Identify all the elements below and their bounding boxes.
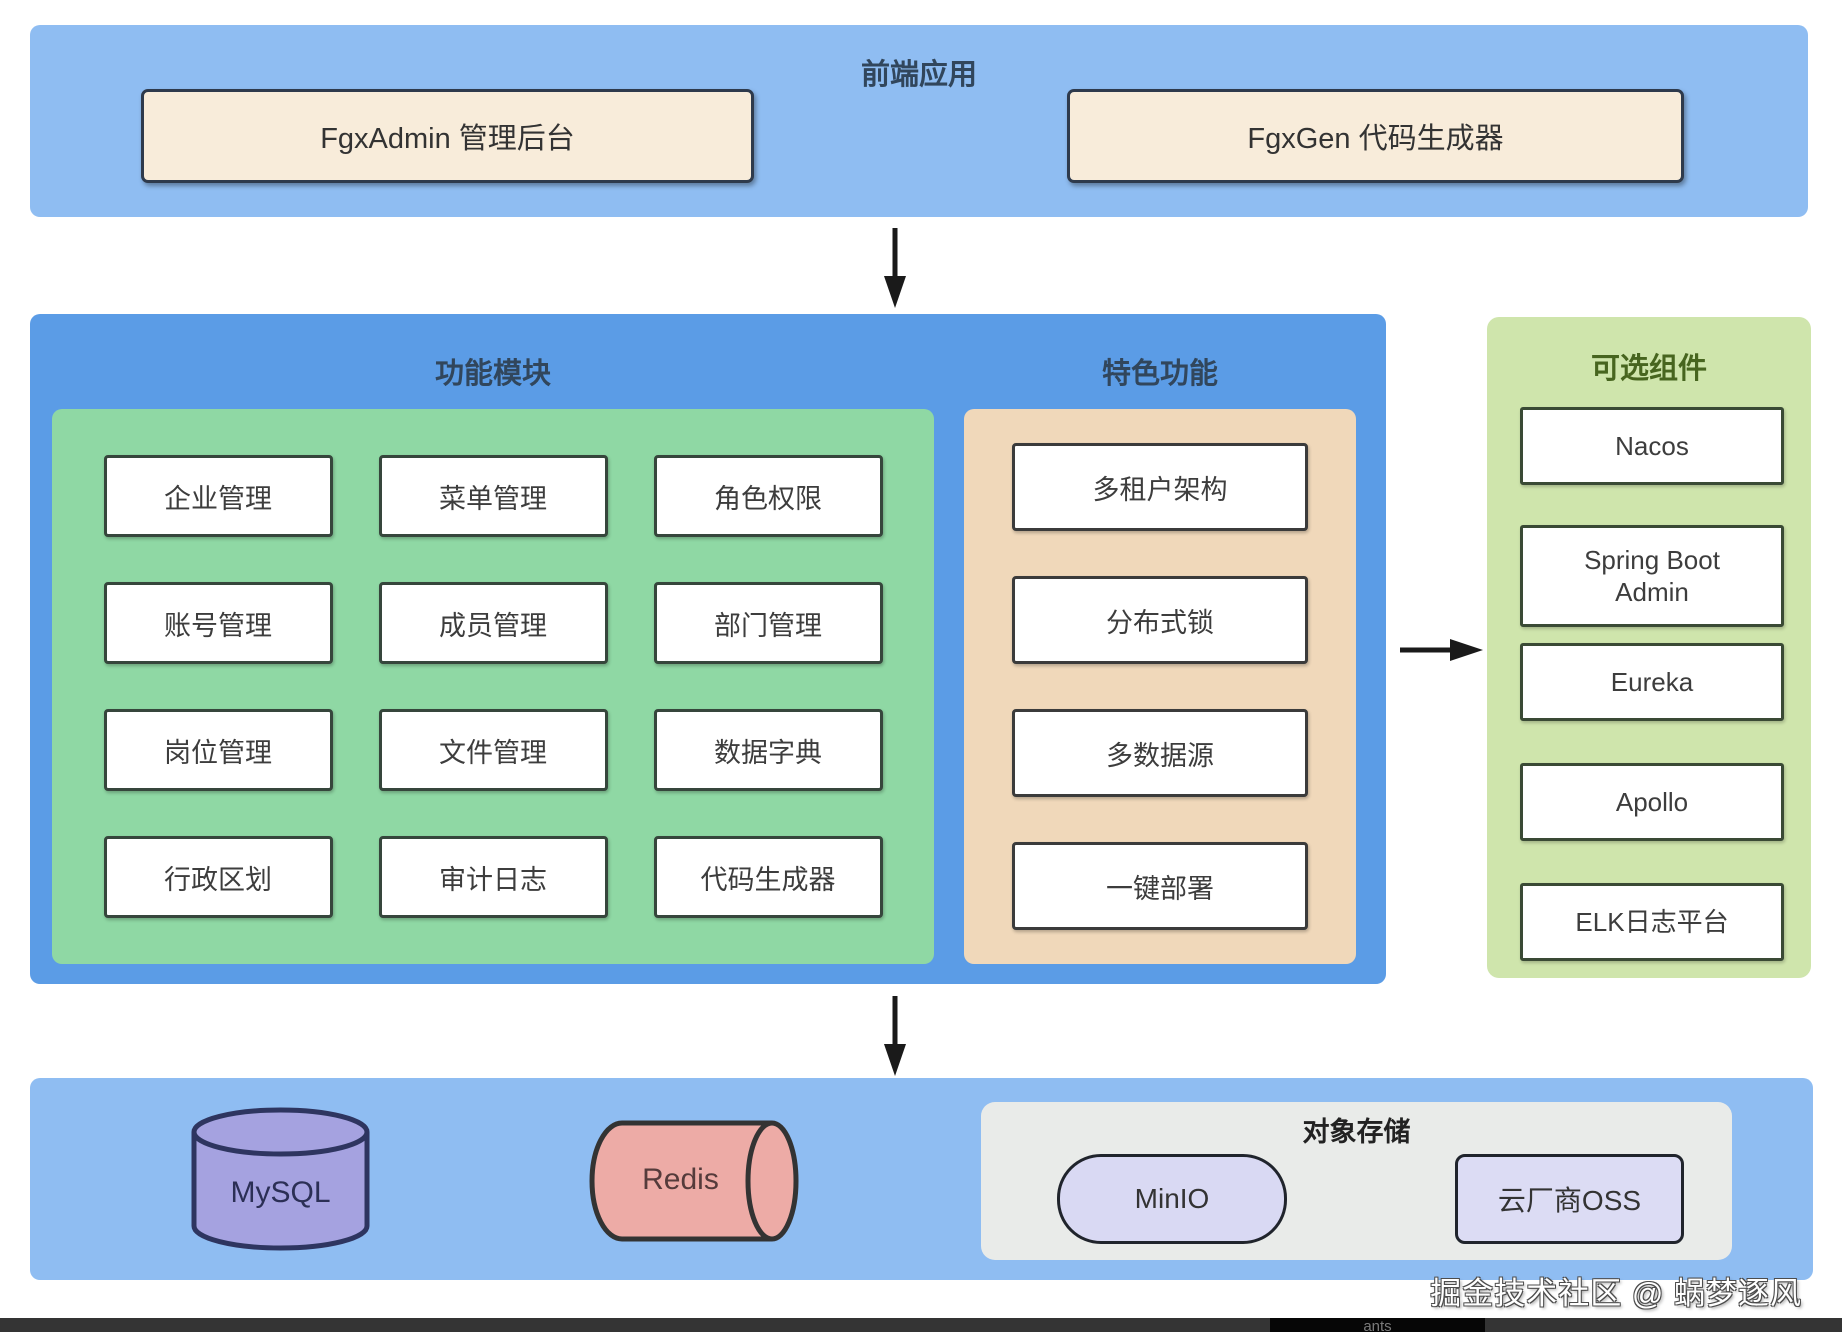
module-box: 行政区划 — [103, 836, 333, 918]
module-box: 审计日志 — [378, 836, 608, 918]
feature-box: 一键部署 — [1012, 842, 1308, 930]
mysql-database: MySQL — [188, 1104, 373, 1254]
taskbar-patch: ants — [1270, 1318, 1485, 1332]
feature-box: 分布式锁 — [1012, 576, 1308, 664]
middle-section: 功能模块 特色功能 企业管理 菜单管理 角色权限 账号管理 成员管理 部门管理 … — [30, 314, 1386, 984]
optional-box-eureka: Eureka — [1520, 643, 1784, 721]
frontend-section-title: 前端应用 — [860, 59, 977, 91]
watermark: 掘金技术社区 @ 蜗梦逐风 — [1430, 1276, 1802, 1311]
optional-components-panel: 可选组件 Nacos Spring Boot Admin Eureka Apol… — [1487, 317, 1811, 978]
module-box: 部门管理 — [653, 582, 883, 664]
down-arrow-icon — [884, 996, 906, 1076]
fgxgen-box: FgxGen 代码生成器 — [1067, 89, 1684, 183]
optional-box-nacos: Nacos — [1520, 407, 1784, 485]
object-storage-title: 对象存储 — [1302, 1117, 1411, 1147]
cloud-oss-box: 云厂商OSS — [1455, 1154, 1684, 1244]
right-arrow-icon — [1400, 639, 1483, 661]
feature-box: 多数据源 — [1012, 709, 1308, 797]
modules-title: 功能模块 — [434, 358, 551, 390]
infrastructure-section: MySQL Redis 对象存储 MinIO 云厂商OSS — [30, 1078, 1813, 1280]
features-panel: 多租户架构 分布式锁 多数据源 一键部署 — [964, 409, 1356, 964]
fgxadmin-box: FgxAdmin 管理后台 — [141, 89, 754, 183]
minio-box: MinIO — [1057, 1154, 1287, 1244]
redis-cache: Redis — [584, 1119, 801, 1243]
taskbar: ants — [0, 1318, 1842, 1332]
modules-panel: 企业管理 菜单管理 角色权限 账号管理 成员管理 部门管理 岗位管理 文件管理 … — [52, 409, 934, 964]
module-box: 角色权限 — [653, 455, 883, 537]
module-box: 岗位管理 — [103, 709, 333, 791]
frontend-section: 前端应用 FgxAdmin 管理后台 FgxGen 代码生成器 — [30, 25, 1808, 217]
optional-box-elk: ELK日志平台 — [1520, 883, 1784, 961]
optional-title: 可选组件 — [1590, 353, 1707, 385]
module-box: 菜单管理 — [378, 455, 608, 537]
redis-label: Redis — [642, 1163, 719, 1196]
object-storage-panel: 对象存储 MinIO 云厂商OSS — [981, 1102, 1732, 1260]
module-box: 成员管理 — [378, 582, 608, 664]
cache-cylinder-icon — [589, 1120, 799, 1242]
module-box: 文件管理 — [378, 709, 608, 791]
feature-box: 多租户架构 — [1012, 443, 1308, 531]
database-cylinder-icon — [191, 1107, 370, 1251]
mysql-label: MySQL — [230, 1176, 331, 1209]
taskbar-text: ants — [1363, 1318, 1392, 1332]
module-box: 数据字典 — [653, 709, 883, 791]
optional-box-apollo: Apollo — [1520, 763, 1784, 841]
optional-box-spring-boot-admin: Spring Boot Admin — [1520, 525, 1784, 627]
module-box: 账号管理 — [103, 582, 333, 664]
module-box: 企业管理 — [103, 455, 333, 537]
module-box: 代码生成器 — [653, 836, 883, 918]
down-arrow-icon — [884, 228, 906, 308]
features-title: 特色功能 — [1101, 358, 1218, 390]
